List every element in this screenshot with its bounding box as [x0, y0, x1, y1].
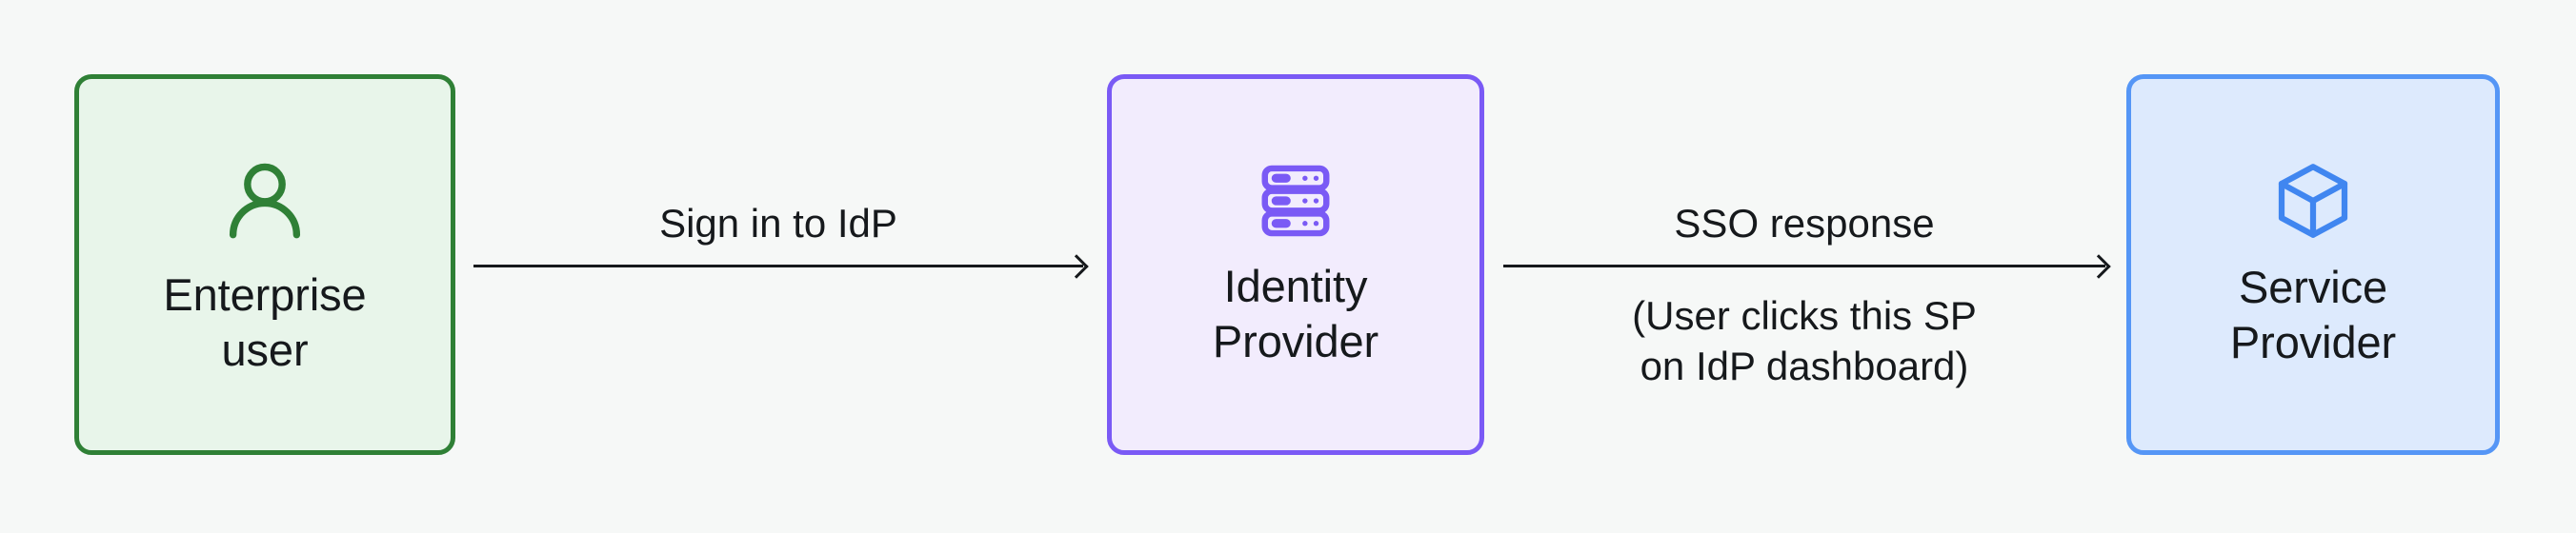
node-enterprise-user[interactable]: Enterprise user [74, 74, 455, 455]
edge-arrow-sso-response [1503, 253, 2111, 279]
node-label-enterprise-user: Enterprise user [163, 268, 367, 375]
user-icon [215, 151, 314, 250]
cube-icon [2271, 159, 2355, 243]
edge-label-sso-response: SSO response [1674, 201, 1935, 247]
edge-sublabel-sso-response: (User clicks this SP on IdP dashboard) [1632, 293, 1977, 388]
arrowhead-icon [1064, 253, 1089, 279]
server-rack-icon [1255, 160, 1337, 242]
edge-label-sign-in-to-idp: Sign in to IdP [659, 201, 897, 247]
arrowhead-icon [2086, 253, 2111, 279]
node-identity-provider[interactable]: Identity Provider [1107, 74, 1484, 455]
node-label-service-provider: Service Provider [2229, 261, 2397, 367]
node-label-identity-provider: Identity Provider [1212, 260, 1379, 366]
node-service-provider[interactable]: Service Provider [2126, 74, 2500, 455]
edge-arrow-sign-in-to-idp [473, 253, 1089, 279]
